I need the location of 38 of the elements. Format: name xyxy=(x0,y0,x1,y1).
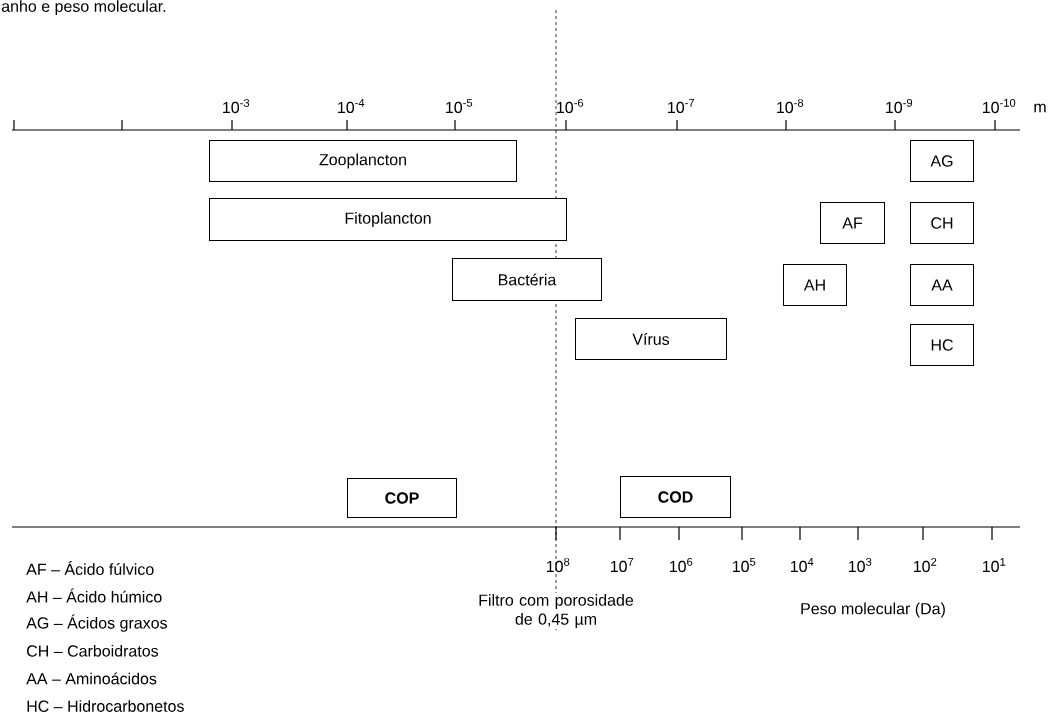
size-box: Zooplancton xyxy=(209,140,517,182)
size-box: AH xyxy=(783,264,847,306)
abbreviation-text: AA – Aminoácidos xyxy=(26,672,157,685)
size-box: Vírus xyxy=(575,318,727,360)
tick-label: 10$^{6}$ xyxy=(669,557,693,573)
size-box: AA xyxy=(910,264,974,306)
tick-label: 10$^{-9}$ xyxy=(886,98,913,114)
tick-label: 10$^{-4}$ xyxy=(338,98,365,114)
size-box: COP xyxy=(347,478,457,518)
tick-label: 10$^{-5}$ xyxy=(446,98,473,114)
size-box: CH xyxy=(910,202,974,244)
tick-label: 10$^{-7}$ xyxy=(668,98,695,114)
caption-text: anho e peso molecular. xyxy=(1,0,166,16)
unit-label: m xyxy=(1034,103,1046,113)
abbreviation-text: HC – Hidrocarbonetos xyxy=(27,700,184,712)
abbreviation-text: AH – Ácido húmico xyxy=(26,588,162,603)
abbreviation-text: AF – Ácido fúlvico xyxy=(26,561,154,575)
tick-label: 10$^{3}$ xyxy=(848,557,872,573)
tick-label: 10$^{8}$ xyxy=(546,557,570,573)
tick-label: 10$^{-8}$ xyxy=(777,98,804,114)
tick-label: 10$^{5}$ xyxy=(732,557,756,573)
size-box: AF xyxy=(820,202,885,244)
size-box: HC xyxy=(910,324,974,366)
filter-label: Filtro com porosidade de 0,45 µm xyxy=(470,593,642,629)
abbreviation-text: AG – Ácidos graxos xyxy=(26,614,167,632)
tick-label: 10$^{-3}$ xyxy=(223,98,250,114)
size-box: AG xyxy=(910,140,974,182)
tick-label: 10$^{1}$ xyxy=(982,557,1006,573)
tick-label: 10$^{4}$ xyxy=(790,557,814,573)
tick-label: 10$^{-6}$ xyxy=(557,98,584,114)
tick-label: 10$^{2}$ xyxy=(913,557,937,573)
size-box: COD xyxy=(620,476,731,518)
tick-label: 10$^{7}$ xyxy=(610,557,634,573)
size-box: Bactéria xyxy=(452,258,602,301)
tick-label: 10$^{-10}$ xyxy=(983,98,1016,114)
axis-title: Peso molecular (Da) xyxy=(801,602,945,618)
abbreviation-text: CH – Carboidratos xyxy=(27,644,159,657)
size-box: Fitoplancton xyxy=(209,198,567,241)
